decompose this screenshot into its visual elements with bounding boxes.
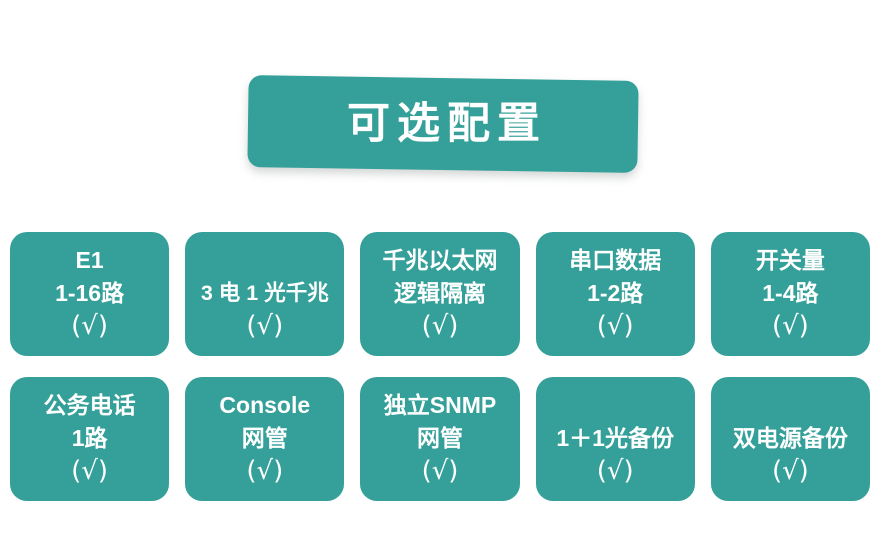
optional-configuration-grid: E1 1-16路 (√) 3 电 1 光千兆 (√) 千兆以太网逻辑隔离 (√) 串口数据 1… — [10, 232, 870, 501]
config-card-label: 1-4路 — [762, 280, 819, 306]
config-card-label: Console — [219, 392, 311, 418]
config-card-lines: 1＋1光备份 (√) — [539, 389, 692, 487]
config-card-qianzhao-yitaiwang-luoji-geli[interactable]: 千兆以太网逻辑隔离 (√) — [360, 232, 520, 356]
config-card-lines: 独立SNMP 网管 (√) — [363, 389, 516, 487]
config-card-label: 千兆以太网 — [382, 247, 498, 273]
header-banner-area: 可选配置 — [0, 0, 880, 200]
config-card-lines: 双电源备份 (√) — [714, 389, 867, 487]
config-card-label: 双电源备份 — [732, 425, 848, 451]
check-mark-icon: (√) — [71, 456, 109, 486]
config-card-lines: Console 网管 (√) — [188, 389, 341, 487]
page-title: 可选配置 — [346, 99, 547, 148]
config-card-3dian-1guang-qianzhao[interactable]: 3 电 1 光千兆 (√) — [185, 232, 345, 356]
config-card-label: 串口数据 — [569, 247, 662, 273]
check-mark-icon: (√) — [421, 311, 459, 341]
config-card-label: 网管 — [416, 425, 463, 451]
config-card-chuankou-shuju[interactable]: 串口数据 1-2路 (√) — [535, 232, 695, 356]
config-card-lines: 公务电话 1路 (√) — [13, 389, 166, 487]
check-mark-icon: (√) — [596, 311, 634, 341]
config-card-lines: E1 1-16路 (√) — [13, 244, 166, 342]
check-mark-icon: (√) — [71, 311, 109, 341]
config-card-lines: 千兆以太网逻辑隔离 (√) — [363, 244, 516, 342]
config-card-label: E1 — [75, 247, 104, 273]
config-card-kaiguanliang[interactable]: 开关量 1-4路 (√) — [710, 232, 870, 356]
check-mark-icon: (√) — [771, 456, 809, 486]
config-card-label: 3 电 1 光千兆 — [200, 281, 329, 305]
check-mark-icon: (√) — [246, 311, 284, 341]
config-card-label: 1-2路 — [587, 280, 644, 306]
config-card-label: 1＋1光备份 — [556, 425, 674, 451]
check-mark-icon: (√) — [596, 456, 634, 486]
config-card-label: 网管 — [241, 425, 288, 451]
config-card-lines: 3 电 1 光千兆 (√) — [188, 244, 341, 342]
config-card-shuang-dianyuan-beifen[interactable]: 双电源备份 (√) — [710, 377, 870, 501]
config-card-label: 1-16路 — [55, 280, 125, 306]
check-mark-icon: (√) — [771, 311, 809, 341]
config-card-lines: 串口数据 1-2路 (√) — [539, 244, 692, 342]
config-card-label: 开关量 — [755, 247, 825, 273]
config-card-1plus1-guang-beifen[interactable]: 1＋1光备份 (√) — [535, 377, 695, 501]
config-card-duli-snmp-wangguan[interactable]: 独立SNMP 网管 (√) — [360, 377, 520, 501]
config-card-console-wangguan[interactable]: Console 网管 (√) — [185, 377, 345, 501]
config-card-label: 公务电话 — [43, 392, 136, 418]
check-mark-icon: (√) — [421, 456, 459, 486]
header-banner: 可选配置 — [247, 75, 639, 173]
config-card-label: 逻辑隔离 — [393, 280, 486, 306]
config-card-lines: 开关量 1-4路 (√) — [714, 244, 867, 342]
config-card-label: 1路 — [71, 425, 108, 451]
config-card-label: 独立SNMP — [383, 392, 497, 418]
config-card-gongwu-dianhua[interactable]: 公务电话 1路 (√) — [10, 377, 170, 501]
config-card-e1[interactable]: E1 1-16路 (√) — [10, 232, 170, 356]
check-mark-icon: (√) — [246, 456, 284, 486]
